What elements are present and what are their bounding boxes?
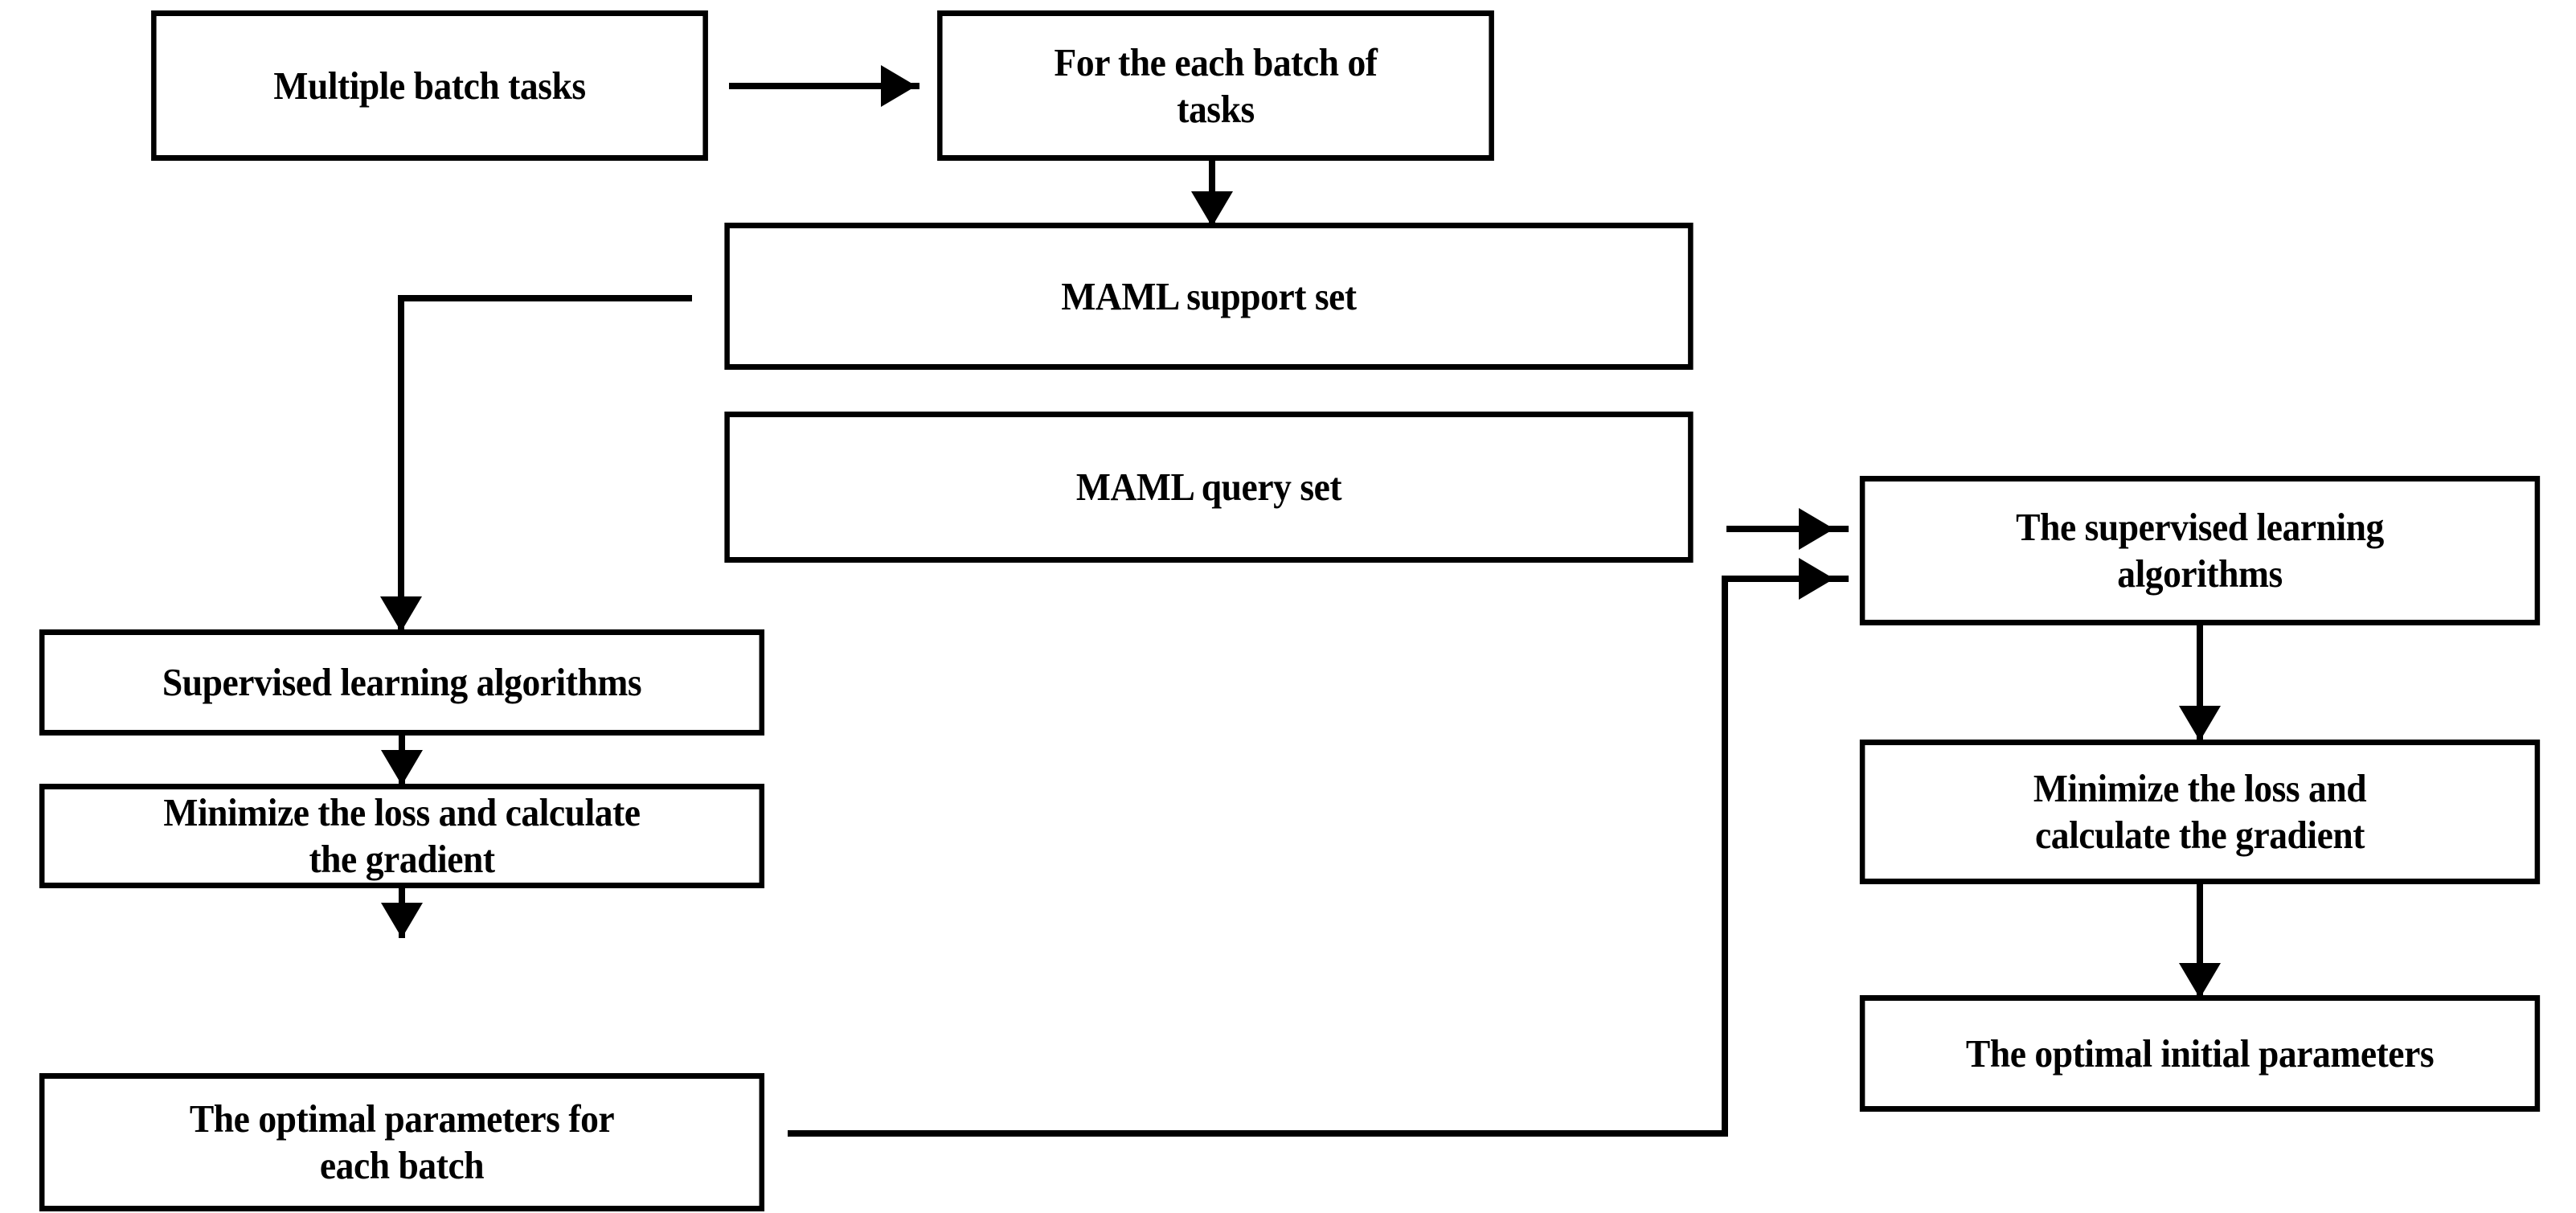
- edge-support-to-supervised-horizontal: [398, 295, 692, 301]
- edge-rminimize-to-optimalinitial-arrowhead: [2179, 963, 2221, 998]
- node-label: Minimize the loss and calculate the grad…: [163, 790, 641, 881]
- edge-support-to-supervised-vertical: [398, 295, 404, 633]
- node-label: For the each batch of tasks: [1054, 39, 1378, 131]
- edge-optimalbatch-to-supervised-horizontal-bottom: [788, 1130, 1728, 1137]
- edge-rminimize-to-optimalinitial-line: [2197, 884, 2203, 1001]
- node-label: MAML support set: [1061, 273, 1357, 318]
- node-label: Minimize the loss and calculate the grad…: [2033, 766, 2367, 857]
- node-maml-support-set[interactable]: MAML support set: [724, 223, 1693, 370]
- node-multiple-batch-tasks[interactable]: Multiple batch tasks: [151, 10, 708, 161]
- node-label: Multiple batch tasks: [273, 63, 586, 108]
- node-optimal-initial-parameters[interactable]: The optimal initial parameters: [1859, 995, 2541, 1112]
- edge-tasks-to-batch-line: [729, 83, 919, 89]
- node-maml-query-set[interactable]: MAML query set: [724, 412, 1693, 563]
- node-label: The optimal parameters for each batch: [189, 1096, 615, 1187]
- node-optimal-parameters-each-batch[interactable]: The optimal parameters for each batch: [39, 1073, 765, 1211]
- edge-rsupervised-to-rminimize-line: [2197, 625, 2203, 744]
- edge-query-to-supervised-line: [1726, 526, 1849, 532]
- node-supervised-learning-algorithms-right[interactable]: The supervised learning algorithms: [1859, 476, 2541, 625]
- edge-batch-to-support-arrowhead: [1191, 191, 1233, 227]
- node-label: The supervised learning algorithms: [2016, 505, 2384, 596]
- edge-supervised-to-minimize-arrowhead: [381, 750, 423, 785]
- node-label: Supervised learning algorithms: [162, 660, 642, 705]
- edge-tasks-to-batch-arrowhead: [881, 65, 916, 107]
- node-supervised-learning-algorithms-left[interactable]: Supervised learning algorithms: [39, 629, 765, 736]
- edge-support-to-supervised-arrowhead: [380, 596, 422, 632]
- edge-optimalbatch-to-supervised-horizontal-top: [1722, 576, 1849, 582]
- node-for-each-batch[interactable]: For the each batch of tasks: [937, 10, 1494, 161]
- edge-rsupervised-to-rminimize-arrowhead: [2179, 706, 2221, 741]
- edge-minimize-to-optimal-arrowhead: [381, 903, 423, 938]
- node-minimize-loss-gradient-right[interactable]: Minimize the loss and calculate the grad…: [1859, 740, 2541, 884]
- edge-query-to-supervised-arrowhead: [1799, 508, 1834, 550]
- edge-optimalbatch-to-supervised-vertical: [1722, 576, 1728, 1137]
- node-minimize-loss-gradient-left[interactable]: Minimize the loss and calculate the grad…: [39, 784, 765, 888]
- edge-optimalbatch-to-supervised-arrowhead: [1799, 558, 1834, 600]
- node-label: MAML query set: [1075, 465, 1342, 510]
- node-label: The optimal initial parameters: [1965, 1031, 2435, 1076]
